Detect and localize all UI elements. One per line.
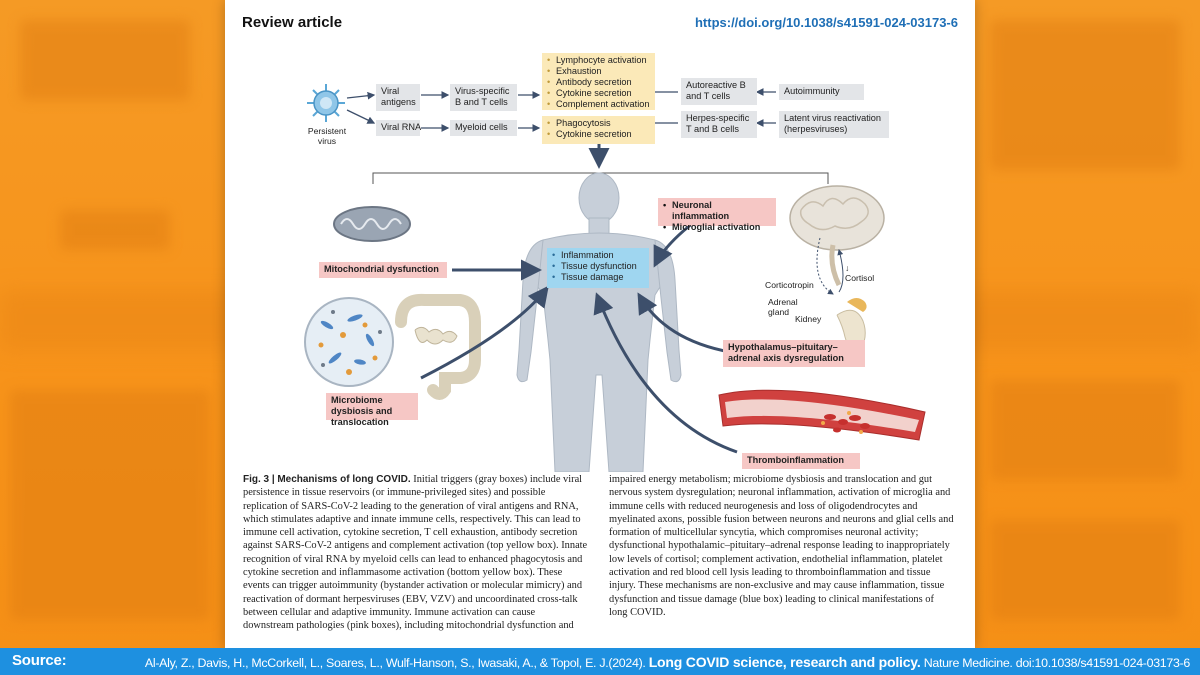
persistent-virus-label: Persistent virus <box>307 126 347 146</box>
herpes-specific-cells-box: Herpes-specific T and B cells <box>681 111 757 138</box>
outcome-item: Inflammation <box>552 250 644 261</box>
citation-journal: Nature Medicine. <box>923 656 1013 670</box>
figure-graphics <box>304 84 926 472</box>
microbiome-dysbiosis-box: Microbiome dysbiosis and translocation <box>326 393 418 427</box>
virus-specific-cells-box: Virus-specific B and T cells <box>450 84 517 111</box>
corticotropin-label: Corticotropin <box>765 280 814 290</box>
citation: Al-Aly, Z., Davis, H., McCorkell, L., So… <box>145 654 1190 670</box>
figure-caption-left: Fig. 3 | Mechanisms of long COVID. Initi… <box>243 473 588 633</box>
figure-caption-right: impaired energy metabolism; microbiome d… <box>609 474 954 618</box>
caption-left-text: Initial triggers (gray boxes) include vi… <box>243 474 588 632</box>
mitochondrial-dysfunction-box: Mitochondrial dysfunction <box>319 262 447 278</box>
brain-icon <box>789 185 885 287</box>
source-label: Source: <box>12 652 67 669</box>
outcome-item: Tissue damage <box>552 272 644 283</box>
figure-number: Fig. 3 | <box>243 474 275 485</box>
autoimmunity-box: Autoimmunity <box>779 84 864 100</box>
microbiome-icon <box>304 297 394 387</box>
bottom-yellow-box: Phagocytosis Cytokine secretion <box>542 116 655 144</box>
bottom-yellow-item: Phagocytosis <box>547 118 650 129</box>
viral-antigens-box: Viral antigens <box>376 84 420 111</box>
cortisol-label: ↓ Cortisol <box>845 263 875 283</box>
top-yellow-item: Antibody secretion <box>547 77 650 88</box>
viral-rna-box: Viral RNA <box>376 120 421 136</box>
neuronal-inflammation-box: Neuronal inflammation Microglial activat… <box>658 198 776 233</box>
bottom-yellow-item: Cytokine secretion <box>547 129 650 140</box>
autoreactive-cells-box: Autoreactive B and T cells <box>681 78 757 105</box>
latent-virus-box: Latent virus reactivation (herpesviruses… <box>779 111 889 138</box>
citation-doi: doi:10.1038/s41591-024-03173-6 <box>1015 656 1191 670</box>
top-yellow-item: Cytokine secretion <box>547 88 650 99</box>
figure-title: Mechanisms of long COVID. <box>277 474 411 485</box>
human-body-silhouette <box>516 172 682 472</box>
adrenal-gland-label: Adrenal gland <box>768 297 798 317</box>
virus-icon <box>307 84 345 122</box>
citation-title: Long COVID science, research and policy. <box>648 654 921 670</box>
neuronal-item: Microglial activation <box>663 222 771 233</box>
top-yellow-item: Complement activation <box>547 99 650 110</box>
article-page: Review article https://doi.org/10.1038/s… <box>225 0 975 648</box>
outcome-blue-box: Inflammation Tissue dysfunction Tissue d… <box>547 248 649 288</box>
mitochondrion-icon <box>333 206 411 242</box>
citation-authors: Al-Aly, Z., Davis, H., McCorkell, L., So… <box>144 656 646 670</box>
hpa-dysregulation-box: Hypothalamus–pituitary–adrenal axis dysr… <box>723 340 865 367</box>
top-yellow-item: Lymphocyte activation <box>547 55 650 66</box>
top-yellow-item: Exhaustion <box>547 66 650 77</box>
article-type: Review article <box>242 14 343 31</box>
top-yellow-box: Lymphocyte activation Exhaustion Antibod… <box>542 53 655 110</box>
source-footer: Source: Al-Aly, Z., Davis, H., McCorkell… <box>0 648 1200 675</box>
neuronal-item: Neuronal inflammation <box>663 200 771 222</box>
doi-link[interactable]: https://doi.org/10.1038/s41591-024-03173… <box>694 15 958 30</box>
intestine-icon <box>395 293 481 400</box>
outcome-item: Tissue dysfunction <box>552 261 644 272</box>
thromboinflammation-box: Thromboinflammation <box>742 453 860 469</box>
myeloid-cells-box: Myeloid cells <box>450 120 517 136</box>
blood-vessel-icon <box>718 389 926 441</box>
kidney-label: Kidney <box>795 314 822 324</box>
